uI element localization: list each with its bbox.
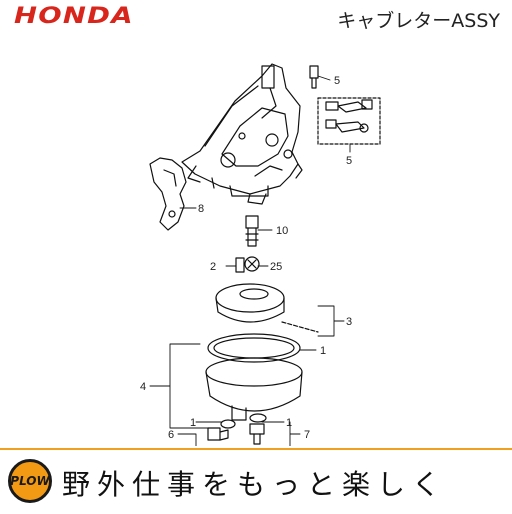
callout-10: 10 (276, 225, 288, 237)
part-5-set (317, 97, 381, 145)
callout-1: 1 (320, 345, 326, 357)
page-title: キャブレターASSY (337, 10, 500, 32)
callout-1: 1 (286, 417, 292, 429)
part-4-float-chamber (205, 357, 303, 421)
part-7-screw (249, 413, 267, 445)
part-8-lever (149, 157, 187, 231)
callout-3: 3 (346, 316, 352, 328)
part-3-float (215, 283, 319, 333)
plow-logo: PLOW (8, 459, 52, 503)
exploded-view-svg: 5 5 8 10 2 25 3 1 4 1 1 6 7 (140, 63, 381, 446)
leader-lines (149, 75, 351, 446)
header: HONDA キャブレターASSY (0, 0, 512, 36)
brand-logo: HONDA (14, 4, 134, 29)
callout-2: 2 (210, 261, 216, 273)
part-2-and-25 (235, 256, 260, 273)
callout-25: 25 (270, 261, 282, 273)
carburetor-body (181, 63, 303, 205)
callout-7: 7 (304, 429, 310, 441)
part-10-jet (245, 215, 259, 247)
part-5-screw (309, 65, 319, 89)
slogan: 野外仕事をもっと楽しく (62, 468, 448, 501)
callout-5: 5 (334, 75, 340, 87)
footer-banner: PLOW 野外仕事をもっと楽しく (0, 448, 512, 514)
callout-6: 6 (168, 429, 174, 441)
callout-8: 8 (198, 203, 204, 215)
plow-logo-text: PLOW (10, 474, 50, 488)
callout-1: 1 (190, 417, 196, 429)
part-6-bolt (207, 419, 236, 441)
callout-5: 5 (346, 155, 352, 167)
parts-diagram: 5 5 8 10 2 25 3 1 4 1 1 6 7 (0, 36, 512, 446)
callout-4: 4 (140, 381, 146, 393)
